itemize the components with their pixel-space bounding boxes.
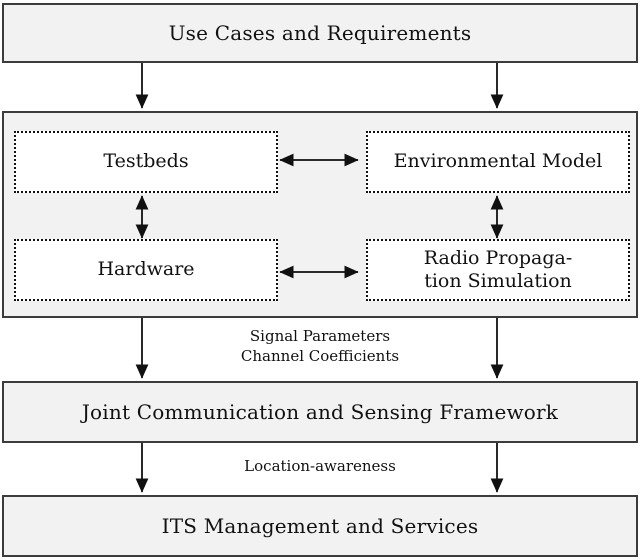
- node-label: Use Cases and Requirements: [168, 20, 472, 45]
- edge-label-line-1: Location-awareness: [244, 457, 396, 475]
- node-label: Environmental Model: [393, 150, 603, 173]
- node-label: Joint Communication and Sensing Framewor…: [81, 399, 559, 424]
- node-label: Testbeds: [103, 150, 189, 173]
- node-label: Radio Propaga-tion Simulation: [418, 247, 579, 293]
- edge-label-line-1: Signal Parameters: [249, 327, 391, 345]
- node-hardware[interactable]: Hardware: [14, 239, 278, 301]
- research-container: Testbeds Environmental Model Hardware Ra…: [2, 111, 638, 318]
- edge-label-signal-parameters: Signal Parameters Channel Coefficients: [170, 326, 470, 367]
- node-label: ITS Management and Services: [161, 513, 479, 538]
- node-use-cases-and-requirements[interactable]: Use Cases and Requirements: [2, 3, 638, 63]
- edge-label-location-awareness: Location-awareness: [170, 456, 470, 476]
- edge-label-line-2: Channel Coefficients: [240, 347, 400, 366]
- node-label-line-1: Radio Propaga-: [423, 246, 573, 269]
- node-label-line-2: tion Simulation: [424, 270, 572, 292]
- node-label: Hardware: [97, 258, 195, 281]
- node-testbeds[interactable]: Testbeds: [14, 131, 278, 193]
- node-radio-propagation-simulation[interactable]: Radio Propaga-tion Simulation: [366, 239, 630, 301]
- node-joint-communication-and-sensing-framework[interactable]: Joint Communication and Sensing Framewor…: [2, 381, 638, 443]
- node-environmental-model[interactable]: Environmental Model: [366, 131, 630, 193]
- node-its-management-and-services[interactable]: ITS Management and Services: [2, 495, 638, 557]
